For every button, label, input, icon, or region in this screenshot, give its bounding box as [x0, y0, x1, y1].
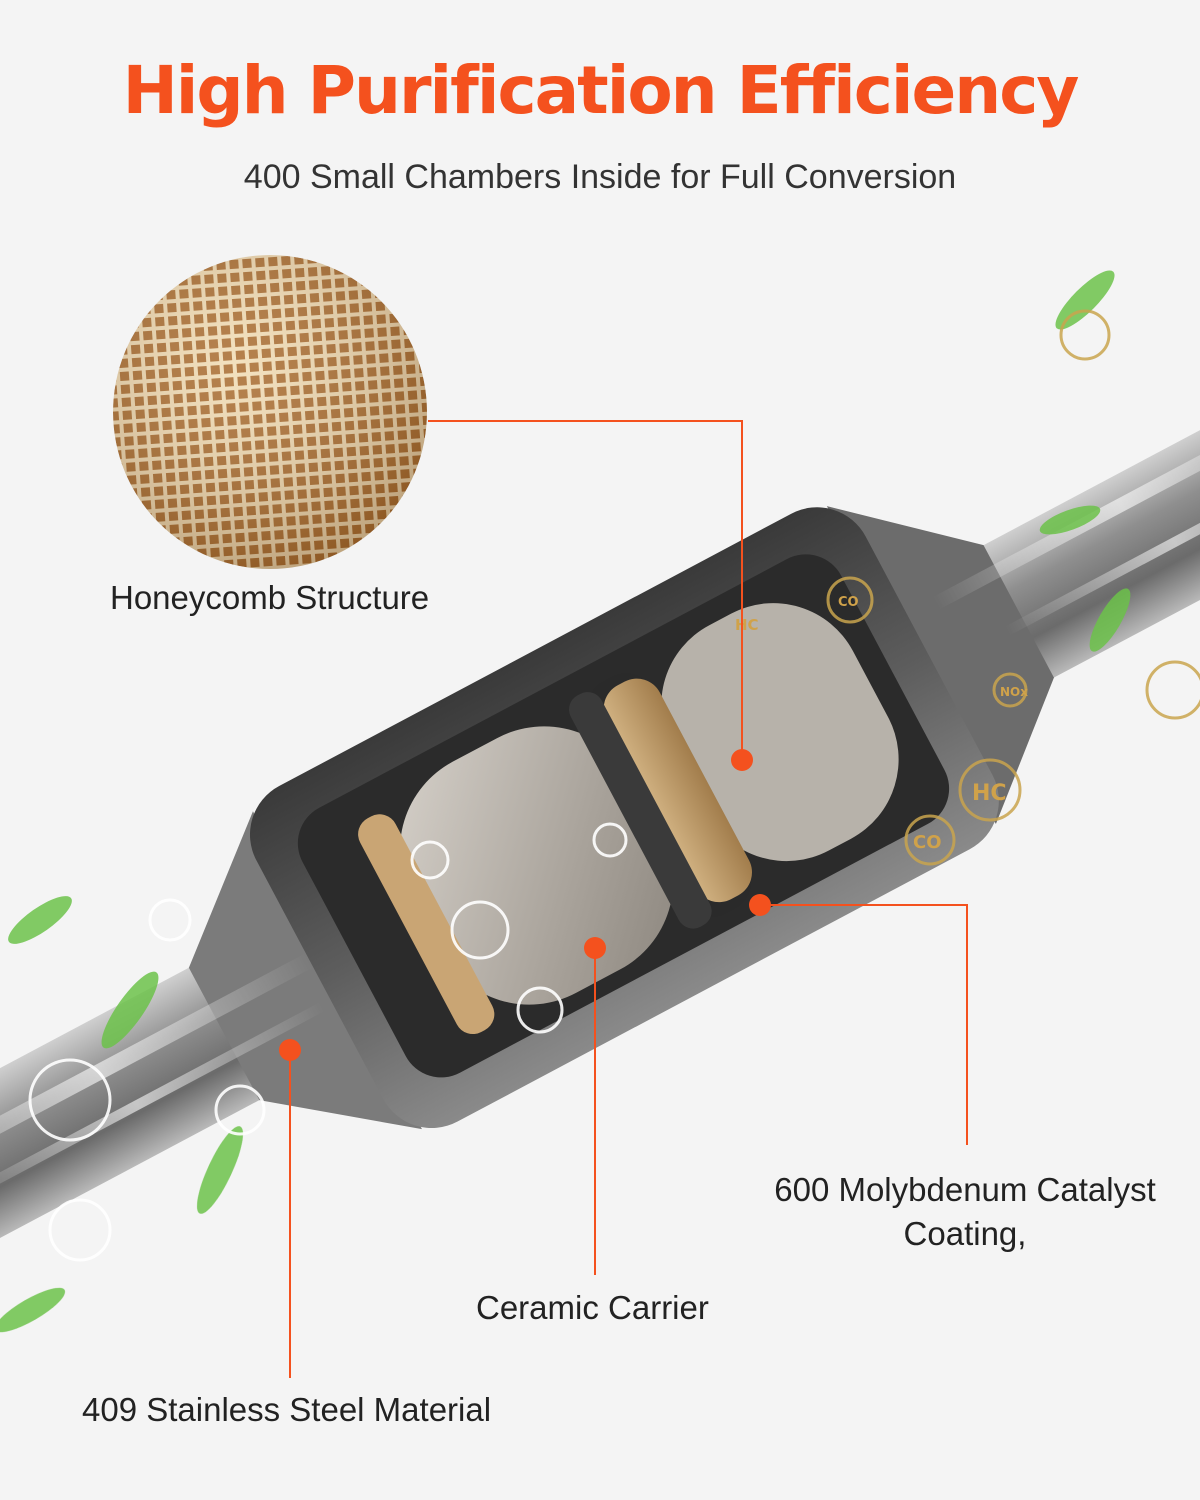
page-subtitle: 400 Small Chambers Inside for Full Conve… [243, 158, 957, 196]
svg-text:NOx: NOx [1000, 685, 1028, 699]
callout-dot-ceramic [584, 937, 606, 959]
honeycomb-inset [113, 255, 427, 569]
rear-catalyst-brick [661, 603, 899, 862]
callout-dot-honeycomb [731, 749, 753, 771]
callout-dot-catalyst [749, 894, 771, 916]
label-honeycomb-structure: Honeycomb Structure [110, 579, 430, 616]
label-molybdenum-line2: Coating, [903, 1215, 1027, 1252]
pollutant-bubbles [826, 309, 1200, 866]
callout-dot-steel [279, 1039, 301, 1061]
ceramic-carrier-brick [399, 726, 674, 1005]
pollutant-labels: HC CO HC CO NOx [735, 595, 1028, 853]
label-stainless-steel: 409 Stainless Steel Material [82, 1391, 492, 1428]
label-molybdenum-catalyst: 600 Molybdenum Catalyst Coating, [740, 1168, 1190, 1256]
oxygen-bubbles [28, 822, 628, 1262]
label-molybdenum-line1: 600 Molybdenum Catalyst [774, 1171, 1156, 1208]
outlet-pipe [964, 369, 1200, 685]
page-title: High Purification Efficiency [122, 52, 1080, 129]
label-ceramic-carrier: Ceramic Carrier [476, 1289, 709, 1326]
svg-text:CO: CO [913, 832, 942, 853]
svg-text:CO: CO [838, 595, 859, 610]
callout-lines [289, 420, 968, 1378]
svg-text:HC: HC [735, 616, 759, 634]
callout-dots [279, 749, 771, 1061]
molybdenum-coated-disc [603, 678, 752, 903]
svg-text:HC: HC [972, 781, 1007, 806]
